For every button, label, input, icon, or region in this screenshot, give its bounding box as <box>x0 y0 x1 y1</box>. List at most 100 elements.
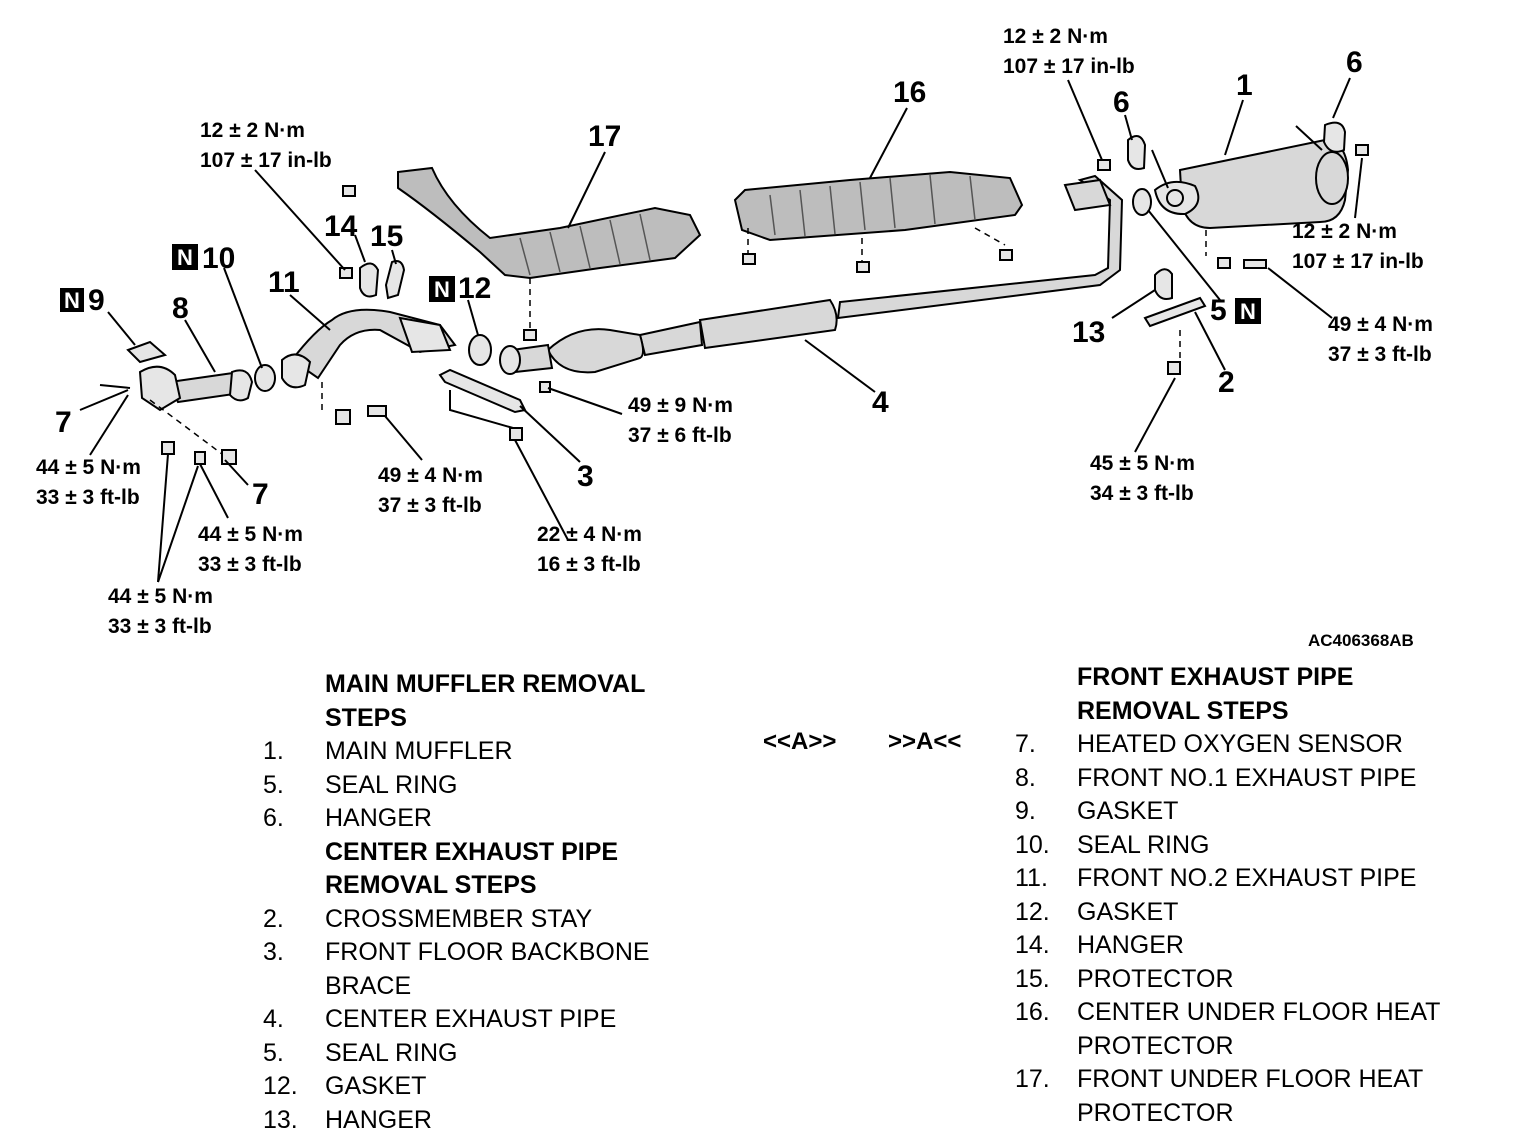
legend-heading: CENTER EXHAUST PIPE <box>325 837 619 866</box>
svg-text:44 ± 5 N·m: 44 ± 5 N·m <box>108 585 213 608</box>
legend-item: 8.FRONT NO.1 EXHAUST PIPE <box>1015 763 1417 792</box>
center-exhaust-pipe-part <box>499 174 1124 375</box>
legend-item: 6.HANGER <box>263 804 432 832</box>
legend-item: 15.PROTECTOR <box>1015 964 1234 993</box>
hanger-part-top <box>1097 121 1369 171</box>
legend-heading: MAIN MUFFLER REMOVAL <box>325 670 646 698</box>
part-label-17: 17 <box>588 120 621 153</box>
svg-text:37 ± 3 ft-lb: 37 ± 3 ft-lb <box>1328 343 1432 366</box>
svg-text:33 ± 3 ft-lb: 33 ± 3 ft-lb <box>198 553 302 576</box>
legend-item: PROTECTOR <box>1077 1031 1234 1060</box>
svg-text:N: N <box>434 277 450 302</box>
n-mark-9: N <box>60 288 84 313</box>
legend-item: 5.SEAL RING <box>263 1038 458 1067</box>
svg-text:16 ± 3 ft-lb: 16 ± 3 ft-lb <box>537 553 641 576</box>
leader-lines <box>79 77 1363 583</box>
front-heat-protector-part <box>342 166 702 341</box>
front-no2-exhaust-pipe-part <box>281 308 457 425</box>
part-label-10: 10 <box>202 242 235 275</box>
legend-item: 17.FRONT UNDER FLOOR HEAT <box>1015 1065 1424 1093</box>
center-heat-protector-part <box>733 170 1024 273</box>
svg-text:N: N <box>64 288 80 313</box>
part-label-5: 5 <box>1210 294 1227 327</box>
svg-text:44 ± 5 N·m: 44 ± 5 N·m <box>198 523 303 546</box>
legend-item: 12.GASKET <box>1015 897 1179 926</box>
figure-reference: AC406368AB <box>1308 631 1414 650</box>
svg-text:49 ± 4 N·m: 49 ± 4 N·m <box>1328 313 1433 336</box>
torque-right-muffler: 12 ± 2 N·m 107 ± 17 in-lb <box>1292 220 1424 273</box>
backbone-brace-part <box>438 368 551 441</box>
legend-item: BRACE <box>325 971 412 1000</box>
seal-ring-part-5 <box>1132 188 1152 216</box>
legend-heading: STEPS <box>325 703 407 732</box>
svg-text:12 ± 2 N·m: 12 ± 2 N·m <box>200 119 305 142</box>
torque-center-joint: 49 ± 9 N·m 37 ± 6 ft-lb <box>628 394 733 447</box>
svg-text:44 ± 5 N·m: 44 ± 5 N·m <box>36 456 141 479</box>
legend-item: 1.MAIN MUFFLER <box>263 737 513 765</box>
svg-text:37 ± 6 ft-lb: 37 ± 6 ft-lb <box>628 424 732 447</box>
torque-sensor-2: 44 ± 5 N·m 33 ± 3 ft-lb <box>198 523 303 576</box>
svg-text:N: N <box>177 245 193 270</box>
legend-heading: REMOVAL STEPS <box>1077 696 1289 725</box>
hanger-protector-parts <box>339 260 406 300</box>
part-label-7-left: 7 <box>55 406 72 439</box>
part-label-8: 8 <box>172 292 189 325</box>
svg-text:49 ± 9 N·m: 49 ± 9 N·m <box>628 394 733 417</box>
muffler-bolt-parts <box>1217 257 1267 269</box>
crossmember-stay-part <box>1143 296 1207 375</box>
legend-item: 3.FRONT FLOOR BACKBONE <box>263 938 650 966</box>
legend-item: 13.HANGER <box>263 1105 432 1134</box>
svg-text:34 ± 3 ft-lb: 34 ± 3 ft-lb <box>1090 482 1194 505</box>
torque-crossmember: 45 ± 5 N·m 34 ± 3 ft-lb <box>1090 452 1195 505</box>
torque-sensor: 44 ± 5 N·m 33 ± 3 ft-lb <box>36 456 141 509</box>
gasket-part-12 <box>468 334 492 366</box>
svg-text:107 ± 17 in-lb: 107 ± 17 in-lb <box>200 149 332 172</box>
legend-heading: REMOVAL STEPS <box>325 871 537 899</box>
svg-text:107 ± 17 in-lb: 107 ± 17 in-lb <box>1292 250 1424 273</box>
part-label-14: 14 <box>324 210 358 243</box>
hanger-part-13 <box>1154 268 1173 300</box>
torque-top-left: 12 ± 2 N·m 107 ± 17 in-lb <box>200 119 332 172</box>
legend-item: 5.SEAL RING <box>263 770 458 799</box>
part-label-15: 15 <box>370 220 403 253</box>
svg-text:33 ± 3 ft-lb: 33 ± 3 ft-lb <box>108 615 212 638</box>
legend-item: 7.HEATED OXYGEN SENSOR <box>1015 730 1403 758</box>
svg-text:45 ± 5 N·m: 45 ± 5 N·m <box>1090 452 1195 475</box>
legend-right: FRONT EXHAUST PIPE REMOVAL STEPS 7.HEATE… <box>1015 661 1515 1130</box>
part-label-13: 13 <box>1072 316 1105 349</box>
torque-front-joint: 49 ± 4 N·m 37 ± 3 ft-lb <box>378 464 483 517</box>
n-mark-12: N <box>429 276 455 302</box>
n-mark-10: N <box>172 244 198 270</box>
legend-heading: FRONT EXHAUST PIPE <box>1077 663 1354 691</box>
torque-brace: 22 ± 4 N·m 16 ± 3 ft-lb <box>537 523 642 576</box>
legend-item: PROTECTOR <box>1077 1098 1234 1127</box>
mark-left: <<A>> <box>763 728 837 755</box>
part-label-6-right: 6 <box>1346 46 1363 79</box>
part-label-7-right: 7 <box>252 478 269 511</box>
part-label-4: 4 <box>872 386 889 419</box>
front-no1-exhaust-pipe-part <box>99 340 254 465</box>
legend-item: 2.CROSSMEMBER STAY <box>263 904 593 933</box>
torque-hanger-bolt: 49 ± 4 N·m 37 ± 3 ft-lb <box>1328 313 1433 366</box>
torque-top-right: 12 ± 2 N·m 107 ± 17 in-lb <box>1003 25 1135 78</box>
legend-item: 4.CENTER EXHAUST PIPE <box>263 1005 617 1033</box>
svg-text:107 ± 17 in-lb: 107 ± 17 in-lb <box>1003 55 1135 78</box>
part-label-9: 9 <box>88 284 105 317</box>
part-label-1: 1 <box>1236 69 1253 102</box>
exhaust-system-diagram: N N N N <box>36 25 1433 650</box>
svg-text:49 ± 4 N·m: 49 ± 4 N·m <box>378 464 483 487</box>
torque-manifold: 44 ± 5 N·m 33 ± 3 ft-lb <box>108 585 213 638</box>
mark-right: >>A<< <box>888 728 962 755</box>
legend-item: 14.HANGER <box>1015 931 1184 959</box>
legend-item: 10.SEAL RING <box>1015 830 1210 859</box>
svg-text:N: N <box>1240 299 1256 324</box>
svg-text:12 ± 2 N·m: 12 ± 2 N·m <box>1292 220 1397 243</box>
svg-text:37 ± 3 ft-lb: 37 ± 3 ft-lb <box>378 494 482 517</box>
svg-text:22 ± 4 N·m: 22 ± 4 N·m <box>537 523 642 546</box>
seal-ring-part-10 <box>254 364 276 392</box>
part-label-12: 12 <box>458 272 491 305</box>
legend-item: 12.GASKET <box>263 1072 427 1100</box>
svg-text:33 ± 3 ft-lb: 33 ± 3 ft-lb <box>36 486 140 509</box>
svg-text:12 ± 2 N·m: 12 ± 2 N·m <box>1003 25 1108 48</box>
legend-item: 9.GASKET <box>1015 797 1179 825</box>
